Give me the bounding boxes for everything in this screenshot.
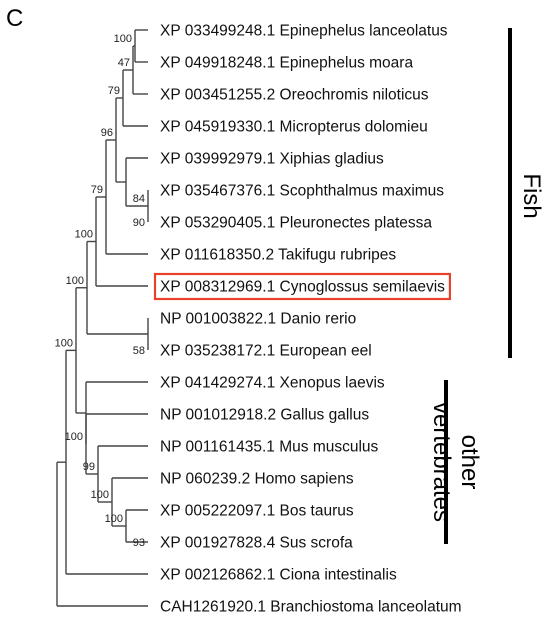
bootstrap-value: 100	[66, 275, 84, 287]
leaf-label: XP 011618350.2 Takifugu rubripes	[160, 247, 396, 264]
leaf-label: XP 039992979.1 Xiphias gladius	[160, 151, 384, 168]
leaf-label: NP 001003822.1 Danio rerio	[160, 311, 356, 328]
bootstrap-values: 100 100 100 79 96 79 47 100 84 90 58 100 99 100 100 93	[55, 33, 145, 549]
leaf-label: CAH1261920.1 Branchiostoma lanceolatum	[160, 599, 462, 616]
bootstrap-value: 58	[133, 345, 145, 357]
leaf-label: XP 008312969.1 Cynoglossus semilaevis	[160, 279, 445, 296]
highlight-box	[153, 272, 452, 301]
tree-branches	[56, 29, 149, 607]
group-label-line: vertebrates	[428, 402, 455, 522]
group-annotations: Fish othervertebrates	[428, 28, 545, 544]
group-label-line: other	[456, 435, 483, 490]
group-label-other-vertebrates: othervertebrates	[428, 402, 483, 522]
bootstrap-value: 90	[133, 217, 145, 229]
bootstrap-value: 47	[118, 57, 130, 69]
bootstrap-value: 84	[133, 193, 145, 205]
bootstrap-value: 100	[65, 431, 83, 443]
leaf-label: XP 045919330.1 Micropterus dolomieu	[160, 119, 428, 136]
bootstrap-value: 100	[114, 33, 132, 45]
group-label-fish: Fish	[518, 173, 545, 218]
leaf-label: NP 001161435.1 Mus musculus	[160, 439, 379, 456]
leaf-label: XP 041429274.1 Xenopus laevis	[160, 375, 385, 392]
leaf-label: XP 035238172.1 European eel	[160, 343, 372, 360]
bootstrap-value: 79	[91, 184, 103, 196]
bootstrap-value: 99	[83, 461, 95, 473]
bootstrap-value: 100	[91, 489, 109, 501]
panel-label: C	[6, 5, 23, 32]
leaf-label: XP 049918248.1 Epinephelus moara	[160, 55, 413, 72]
leaf-label: XP 001927828.4 Sus scrofa	[160, 535, 353, 552]
leaf-label: XP 003451255.2 Oreochromis niloticus	[160, 87, 429, 104]
leaf-label: XP 002126862.1 Ciona intestinalis	[160, 567, 397, 584]
bootstrap-value: 100	[105, 513, 123, 525]
leaf-labels: XP 033499248.1 Epinephelus lanceolatusXP…	[153, 23, 462, 616]
bootstrap-value: 79	[108, 85, 120, 97]
leaf-label: NP 060239.2 Homo sapiens	[160, 471, 354, 488]
leaf-label: XP 035467376.1 Scophthalmus maximus	[160, 183, 444, 200]
leaf-label: XP 033499248.1 Epinephelus lanceolatus	[160, 23, 448, 40]
bootstrap-value: 100	[55, 337, 73, 349]
bootstrap-value: 93	[133, 537, 145, 549]
leaf-label: NP 001012918.2 Gallus gallus	[160, 407, 369, 424]
leaf-label: XP 005222097.1 Bos taurus	[160, 503, 354, 520]
leaf-label: XP 053290405.1 Pleuronectes platessa	[160, 215, 432, 232]
bootstrap-value: 100	[75, 229, 93, 241]
bootstrap-value: 96	[101, 127, 113, 139]
